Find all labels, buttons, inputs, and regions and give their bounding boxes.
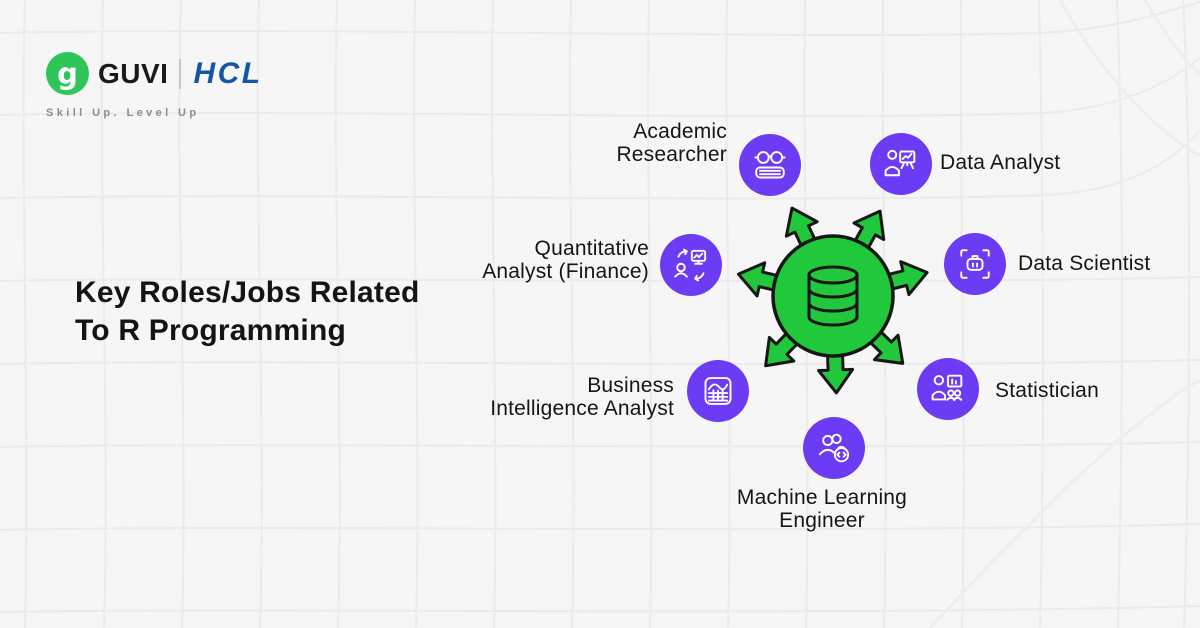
finance-cycle-icon (674, 248, 707, 282)
hub-diagram (736, 206, 929, 395)
role-label-data-analyst: Data Analyst (940, 151, 1061, 174)
role-label-academic-researcher: Academic Researcher (616, 120, 727, 166)
database-icon (807, 265, 859, 327)
role-icon-quantitative-analyst (660, 234, 722, 296)
page-title-line1: Key Roles/Jobs Related (75, 276, 420, 309)
chart-grid-icon (704, 377, 732, 405)
brand-tagline: Skill Up. Level Up (46, 107, 200, 119)
team-chart-icon (931, 374, 963, 401)
people-code-icon (818, 433, 850, 463)
role-icon-machine-learning-engineer (803, 417, 865, 479)
role-label-business-intelligence-analyst: Business Intelligence Analyst (490, 374, 674, 420)
brand-logo: g GUVI HCL Skill Up. Level Up (46, 52, 263, 119)
role-icon-business-intelligence-analyst (687, 360, 749, 422)
page-title-line2: To R Programming (75, 314, 346, 347)
logo-divider (179, 58, 182, 89)
book-glasses-icon (754, 151, 786, 179)
robot-scan-icon (960, 249, 990, 279)
role-label-data-scientist: Data Scientist (1018, 252, 1151, 275)
role-label-quantitative-analyst: Quantitative Analyst (Finance) (482, 237, 649, 283)
role-icon-data-analyst (870, 133, 932, 195)
role-icon-statistician (917, 358, 979, 420)
page-title: Key Roles/Jobs Related To R Programming (75, 274, 420, 350)
guvi-wordmark: GUVI (98, 57, 169, 89)
role-label-machine-learning-engineer: Machine Learning Engineer (736, 486, 908, 532)
hcl-wordmark: HCL (193, 56, 263, 90)
guvi-logo-glyph: g (57, 56, 78, 91)
role-label-statistician: Statistician (995, 379, 1099, 402)
role-icon-academic-researcher (739, 134, 801, 196)
guvi-logo-icon: g (46, 52, 89, 95)
role-icon-data-scientist (944, 233, 1006, 295)
person-presentation-icon (884, 149, 916, 177)
